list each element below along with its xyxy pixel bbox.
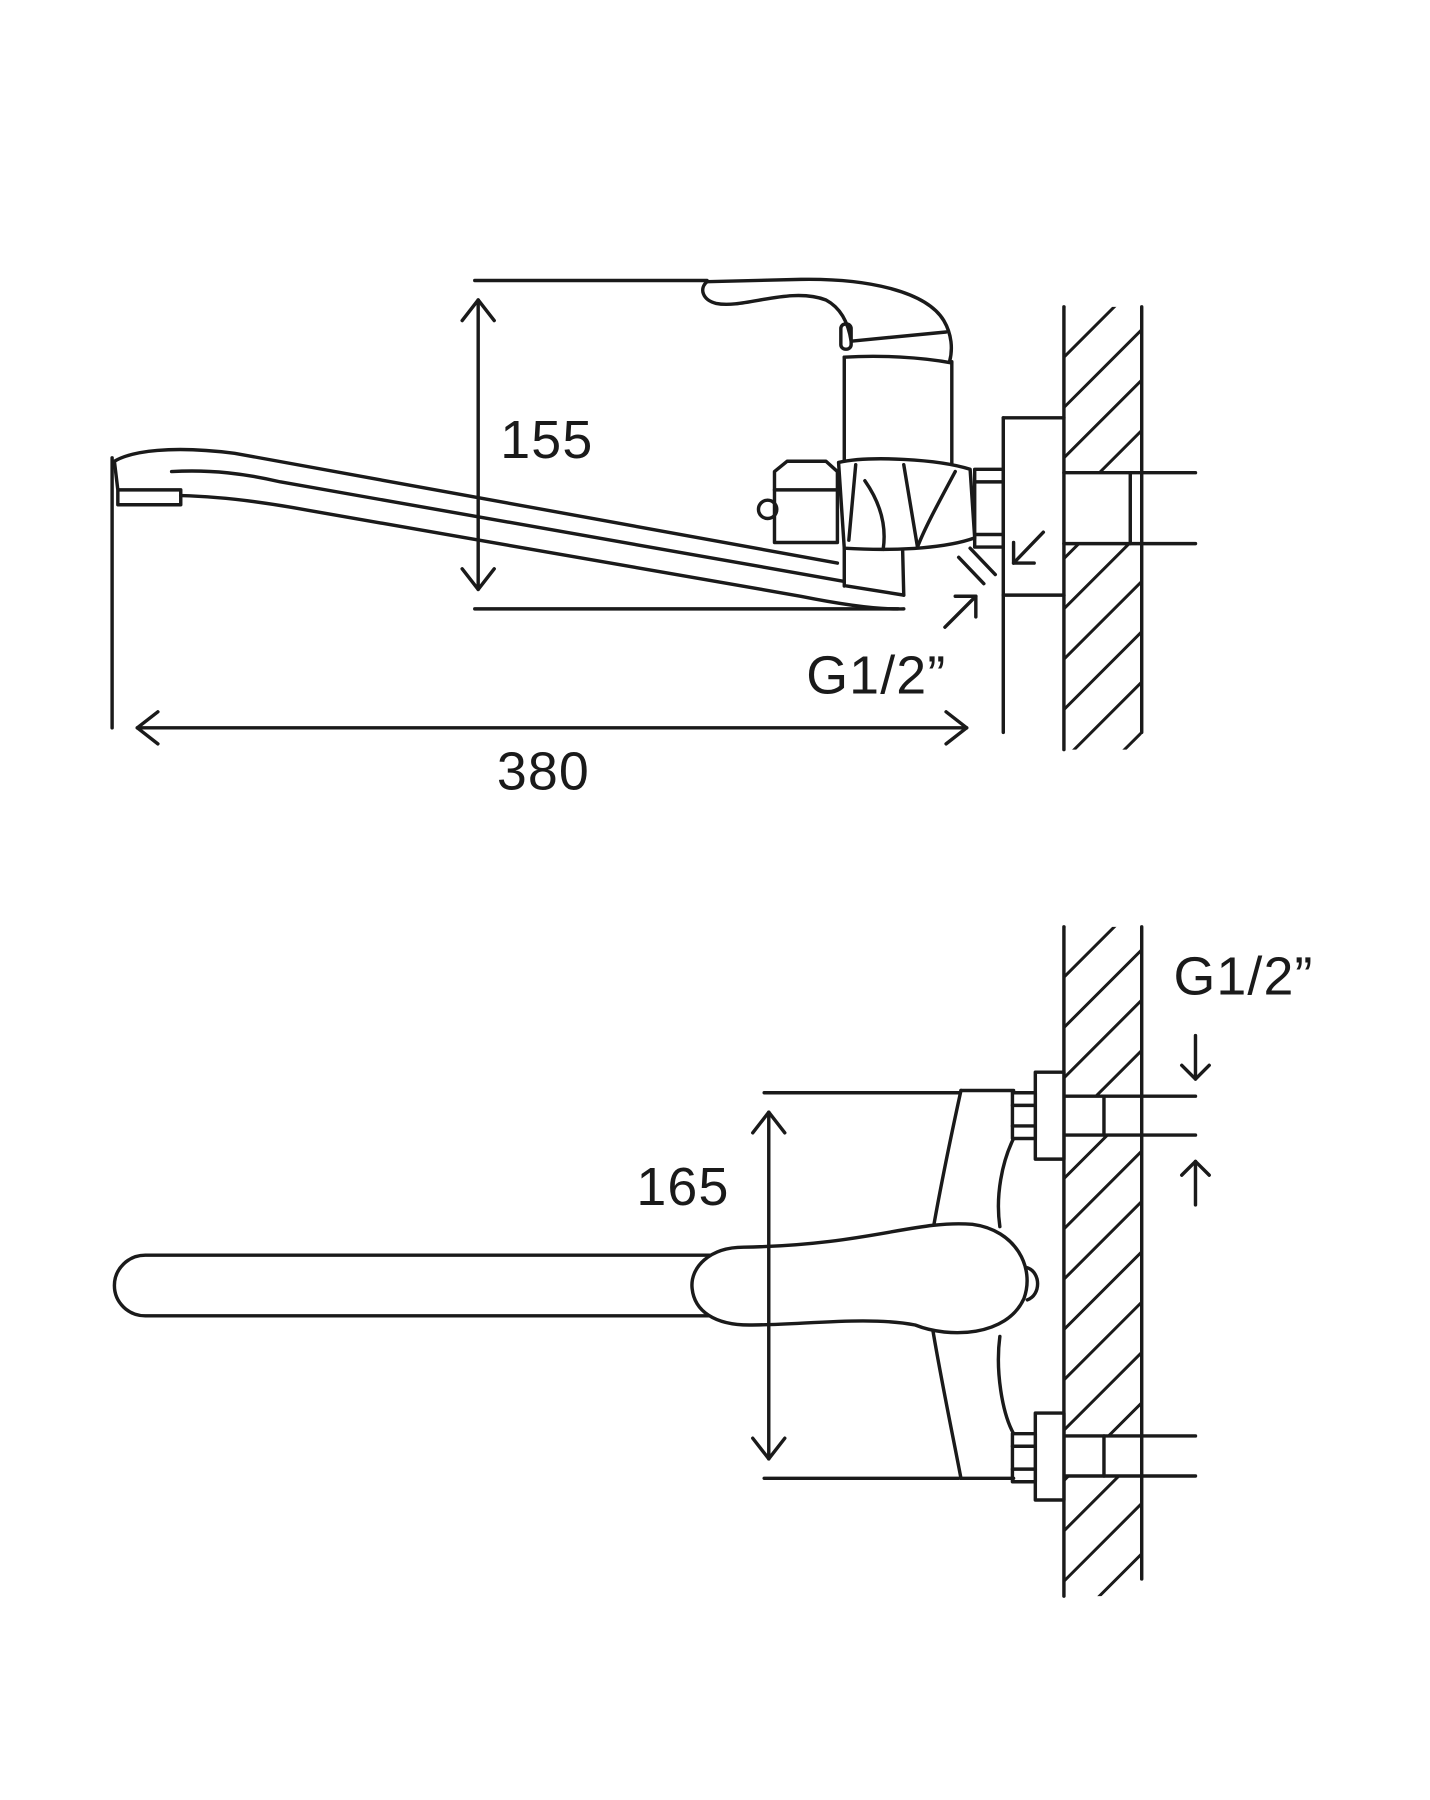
arrowhead-up: [1180, 1159, 1211, 1177]
hatch-line: [1063, 1300, 1142, 1382]
drawing-lines: 155 380 G1/2”: [110, 277, 1313, 1732]
hatch-line: [1063, 1250, 1142, 1332]
arrowhead: [1011, 540, 1036, 565]
wall-flange-upper: [1033, 1070, 1066, 1161]
handle-pivot: [839, 322, 853, 351]
lever-handle-top-view: [690, 1222, 1040, 1335]
knob-button: [756, 498, 779, 521]
wall-hatching: [1063, 926, 1142, 1732]
collar-facet-line: [915, 469, 957, 549]
height-dimension-label: 155: [500, 410, 593, 470]
dimension-length: 380: [110, 456, 969, 802]
supply-pipe: [1062, 471, 1198, 546]
spout-aerator: [112, 459, 183, 507]
thread-callout-top: G1/2”: [1173, 946, 1313, 1207]
body-upper-arm-right: [996, 1136, 1016, 1229]
hatch-line: [1063, 1350, 1142, 1432]
hatch-line: [1063, 1149, 1142, 1231]
arrowhead-bottom: [460, 567, 496, 592]
collar-facet-line: [863, 479, 886, 552]
wall-flange-lower: [1033, 1411, 1066, 1502]
side-view: 155 380 G1/2”: [110, 277, 1198, 861]
hatch-line: [1063, 328, 1142, 409]
collar-facet-line: [902, 462, 920, 549]
arrowhead: [953, 594, 978, 619]
thread-size-label: G1/2”: [1173, 946, 1313, 1006]
body-lower-arm-right: [996, 1334, 1016, 1436]
pipe-opening: [1065, 473, 1141, 543]
spout-highlight-line: [169, 469, 846, 584]
top-view: 165 G1/2”: [112, 925, 1313, 1732]
mixer-body-top-view: [930, 1088, 1016, 1481]
hatch-line: [1097, 1552, 1142, 1597]
hatch-line: [1063, 926, 1067, 929]
thread-arrow-line: [943, 594, 978, 629]
hatch-line: [1063, 948, 1142, 1030]
arrowhead-top: [751, 1110, 787, 1135]
hatch-line: [1122, 730, 1142, 750]
nut-outline: [1010, 1431, 1038, 1484]
knob-housing: [772, 459, 840, 545]
body-lower-arm-left: [930, 1325, 963, 1481]
hatch-line: [1064, 1654, 1142, 1732]
arrowhead-left: [135, 710, 160, 746]
wall-side-view: [1062, 305, 1144, 861]
handle-lever: [690, 1222, 1029, 1335]
nut-outline: [972, 467, 1006, 549]
thread-marker-line: [968, 546, 997, 577]
hatch-line: [1063, 306, 1067, 309]
collar-facet-line: [847, 462, 858, 542]
thread-callout-side: G1/2”: [806, 530, 1046, 706]
arrowhead-down: [1180, 1063, 1211, 1081]
arrowhead-right: [944, 710, 969, 746]
nut-outline: [1010, 1091, 1038, 1141]
body-collar: [836, 457, 977, 552]
thread-size-label: G1/2”: [806, 646, 946, 706]
handle-top-edge: [705, 277, 954, 364]
depth-dimension-label: 165: [636, 1157, 729, 1217]
supply-pipe-lower: [1062, 1434, 1198, 1478]
body-base-bottom: [844, 584, 906, 597]
handle-blade-bottom: [701, 279, 853, 343]
hatch-line: [1063, 630, 1142, 712]
connection-nut: [972, 467, 1006, 549]
length-dimension-label: 380: [497, 742, 590, 802]
hatch-line: [1064, 783, 1142, 861]
wall-flange: [1001, 416, 1066, 735]
hatch-line: [1063, 579, 1142, 661]
hatch-line: [1063, 378, 1142, 460]
spout-top-edge: [112, 447, 840, 565]
wall-top-view: [1062, 925, 1144, 1732]
hatch-line: [1063, 1501, 1142, 1583]
hatch-line: [1063, 926, 1117, 979]
hatch-line: [1072, 680, 1142, 750]
supply-pipe-upper: [1062, 1094, 1198, 1137]
diverter-knob: [756, 459, 840, 545]
lever-handle: [701, 277, 954, 364]
hatch-line: [1063, 306, 1117, 359]
body-cylinder-top: [842, 354, 954, 365]
dimension-height: 155: [460, 278, 900, 611]
hatch-line: [1063, 998, 1142, 1080]
handle-base-line: [849, 330, 948, 343]
connection-nut-upper: [1010, 1091, 1038, 1141]
body-upper-arm-left: [930, 1088, 963, 1236]
hatch-line: [1063, 1199, 1142, 1281]
connection-nut-lower: [1010, 1431, 1038, 1484]
thread-marker-line: [956, 555, 986, 586]
body-base-right: [900, 547, 906, 597]
swivel-spout-top-view: [112, 1253, 757, 1318]
arrowhead-top: [460, 298, 496, 323]
hatch-line: [1064, 1604, 1142, 1682]
arrowhead-bottom: [751, 1436, 787, 1461]
handle-cap-knob: [1025, 1266, 1040, 1302]
thread-arrow-line: [1011, 530, 1046, 565]
dimension-depth: 165: [636, 1091, 961, 1481]
mixer-body: [836, 354, 977, 597]
